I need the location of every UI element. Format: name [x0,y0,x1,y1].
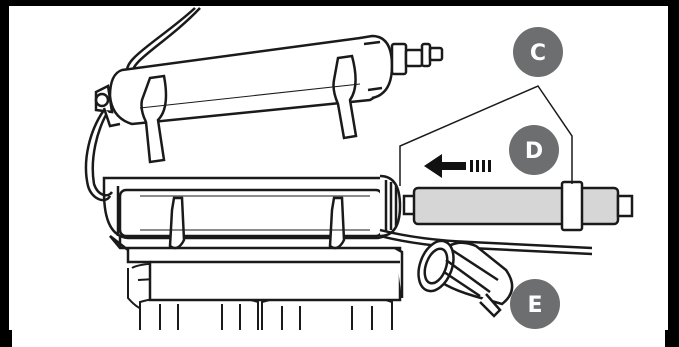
main-housing [104,176,400,248]
callout-d: D [509,125,559,175]
callout-d-label: D [525,139,543,164]
callout-e-label: E [527,293,542,318]
callout-e: E [510,279,560,329]
replacement-cartridge [404,182,632,230]
callout-c: C [513,27,563,77]
callout-c-label: C [530,41,546,66]
